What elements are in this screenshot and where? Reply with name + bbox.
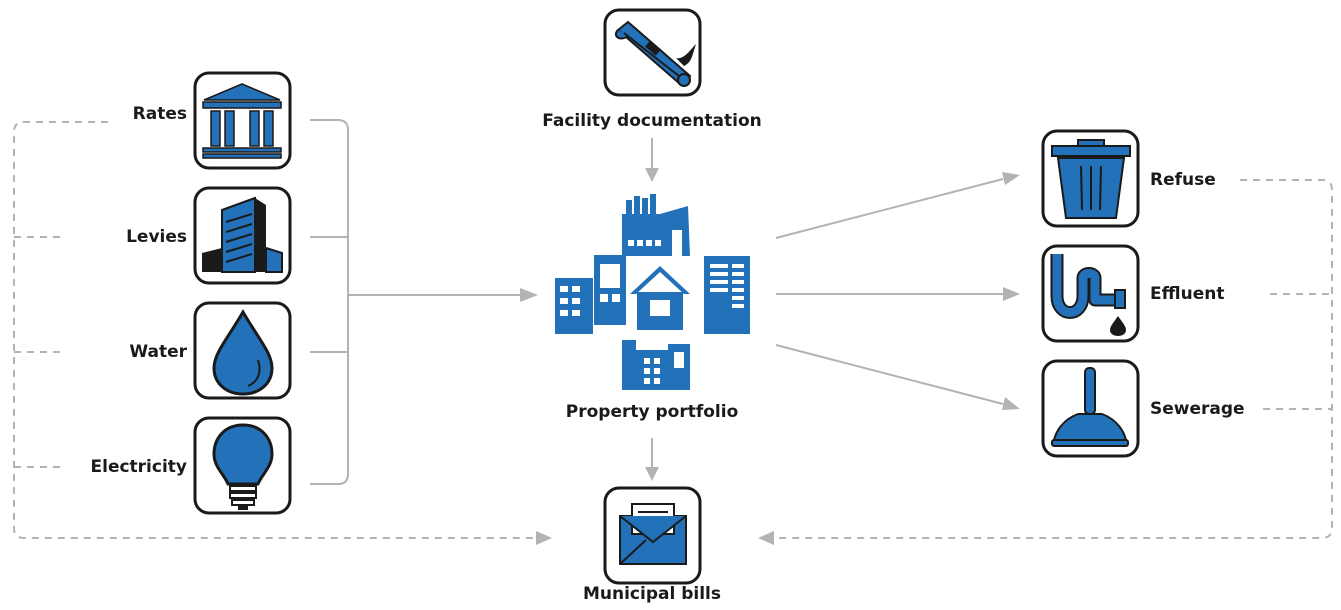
office-tower-icon <box>202 196 283 273</box>
right-dashed-loop <box>775 179 1333 539</box>
sewerage-label: Sewerage <box>1150 399 1245 419</box>
arrow-to-refuse <box>1002 172 1020 185</box>
drain-pipe-icon <box>1050 254 1126 336</box>
tower-building-right <box>704 256 750 334</box>
water-label: Water <box>129 342 187 362</box>
arrow-bills-down <box>645 467 659 481</box>
trash-bin-icon <box>1051 139 1131 219</box>
municipal-bills-label: Municipal bills <box>582 584 721 604</box>
refuse-label: Refuse <box>1150 170 1216 190</box>
property-portfolio-label: Property portfolio <box>565 402 739 422</box>
effluent-label: Effluent <box>1150 284 1225 304</box>
electricity-label: Electricity <box>90 457 188 477</box>
plunger-icon <box>1051 367 1129 447</box>
water-drop-icon <box>212 308 274 396</box>
input-bracket-connector <box>310 119 520 485</box>
levies-label: Levies <box>126 227 187 247</box>
buildings-cluster-icon <box>555 194 750 390</box>
factory-building <box>622 194 690 256</box>
government-building-icon <box>202 83 282 159</box>
arrow-to-sewerage <box>1002 397 1020 410</box>
apartment-building-left <box>555 255 626 334</box>
arrow-right-loop-to-bills <box>758 531 774 545</box>
water-drop-shine <box>247 359 261 387</box>
portfolio-to-refuse-connector <box>775 178 1004 239</box>
envelope-icon <box>619 503 687 565</box>
house <box>630 266 690 330</box>
light-bulb-icon <box>212 423 274 510</box>
facility-documentation-label: Facility documentation <box>542 111 762 131</box>
arrow-to-effluent <box>1003 287 1020 301</box>
rolled-document-icon <box>614 20 696 87</box>
arrow-doc-down <box>645 168 659 182</box>
arrow-left-loop-to-bills <box>536 531 552 545</box>
arrow-to-portfolio <box>520 288 538 302</box>
portfolio-to-sewerage-connector <box>775 344 1004 405</box>
office-building-bottom <box>622 340 690 390</box>
rates-label: Rates <box>132 104 187 124</box>
